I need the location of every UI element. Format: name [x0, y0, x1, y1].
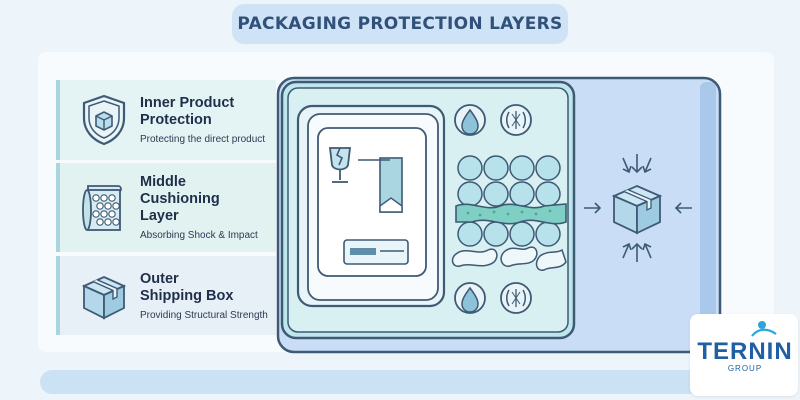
layer-outer-shipping-box: Outer Shipping Box Providing Structural … [56, 256, 276, 335]
bottom-bar [40, 370, 768, 394]
logo-name: TERNIN [697, 338, 793, 365]
shock-absorb-icon [500, 104, 532, 136]
protected-box-icon [611, 185, 663, 235]
shock-absorb-icon [500, 282, 532, 314]
layer-title-line: Outer [140, 270, 179, 287]
layer-title-line: Middle [140, 174, 186, 190]
pressure-arrows [584, 154, 692, 262]
layer-inner-product-protection: Inner Product Protection Protecting the … [56, 80, 276, 160]
bubble-wrap-icon [82, 184, 122, 231]
foam-strip [455, 203, 567, 225]
bubble-cushion [457, 155, 561, 247]
layer-title-line: Cushioning [140, 191, 220, 207]
cardboard-box-icon [81, 275, 127, 319]
outer-box-edge [700, 82, 716, 348]
layer-title-line: Layer [140, 208, 179, 224]
layer-subtitle: Absorbing Shock & Impact [140, 230, 258, 241]
packing-peanuts [451, 246, 567, 271]
water-drop-icon [454, 104, 486, 136]
layer-subtitle: Providing Structural Strength [140, 309, 268, 321]
shield-box-icon [82, 94, 126, 146]
water-drop-icon [454, 282, 486, 314]
layer-title-line: Protection [140, 112, 212, 128]
layer-title-line: Inner Product [140, 95, 235, 111]
logo-subtext: GROUP [727, 364, 763, 373]
layer-subtitle: Protecting the direct product [140, 134, 266, 145]
layer-middle-cushioning: Middle Cushioning Layer Absorbing Shock … [56, 163, 276, 252]
company-logo [690, 314, 798, 396]
logo-swoosh-icon [751, 321, 777, 337]
layer-title-line: Shipping Box [140, 287, 234, 304]
fragile-glass-icon [328, 147, 352, 183]
page-title: PACKAGING PROTECTION LAYERS [232, 4, 568, 44]
